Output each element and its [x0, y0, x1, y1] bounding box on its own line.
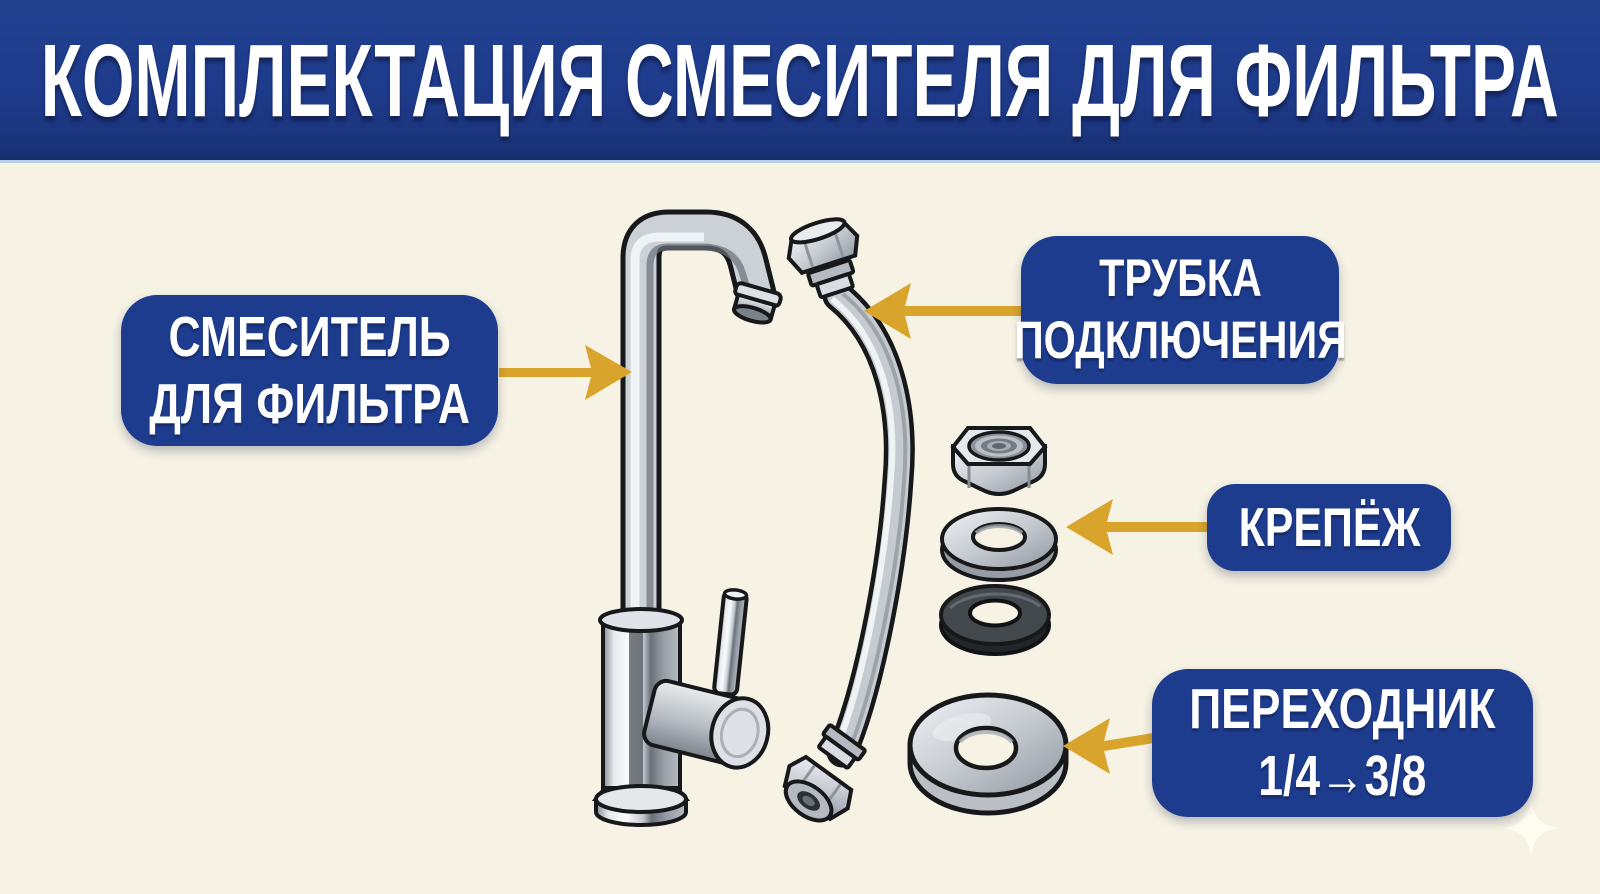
arrow-to-adapter: [1063, 718, 1154, 774]
callout-fastener-line1: КРЕПЁЖ: [1238, 496, 1420, 559]
callout-tube: ТРУБКА ПОДКЛЮЧЕНИЯ: [1013, 236, 1347, 384]
arrow-to-faucet: [499, 345, 632, 400]
arrow-to-tube: [864, 283, 1022, 339]
connection-tube-illustration: [782, 217, 915, 823]
callout-adapter: ПЕРЕХОДНИК 1/4→3/8: [1152, 669, 1533, 817]
callout-tube-line1: ТРУБКА: [1098, 249, 1262, 308]
handle-barrel: [642, 678, 771, 770]
tube-top-nut: [786, 217, 860, 276]
tube-bottom-nut: [782, 754, 854, 823]
arrow-to-fastener: [1066, 499, 1208, 555]
callout-faucet: СМЕСИТЕЛЬ ДЛЯ ФИЛЬТРА: [121, 295, 498, 446]
callout-tube-line2: ПОДКЛЮЧЕНИЯ: [1013, 311, 1347, 370]
rubber-washer-illustration: [939, 584, 1051, 656]
handle-lever: [712, 588, 749, 697]
callout-fastener: КРЕПЁЖ: [1207, 484, 1451, 571]
callout-faucet-line1: СМЕСИТЕЛЬ: [168, 304, 451, 369]
callout-adapter-line1: ПЕРЕХОДНИК: [1189, 677, 1496, 742]
tube-bottom-collar: [817, 723, 867, 770]
banner: КОМПЛЕКТАЦИЯ СМЕСИТЕЛЯ ДЛЯ ФИЛЬТРА: [0, 0, 1600, 163]
metal-washer-illustration: [940, 507, 1058, 582]
tube-top-collar: [806, 258, 856, 300]
spout-tip: [731, 281, 783, 325]
sparkle-icon: [1502, 799, 1560, 857]
banner-title: КОМПЛЕКТАЦИЯ СМЕСИТЕЛЯ ДЛЯ ФИЛЬТРА: [41, 22, 1559, 138]
callout-adapter-line2: 1/4→3/8: [1258, 744, 1427, 808]
mounting-nut-illustration: [950, 426, 1048, 496]
callout-faucet-line2: ДЛЯ ФИЛЬТРА: [149, 371, 470, 436]
adapter-washer-illustration: [907, 692, 1069, 816]
filter-faucet-illustration: [591, 209, 783, 827]
